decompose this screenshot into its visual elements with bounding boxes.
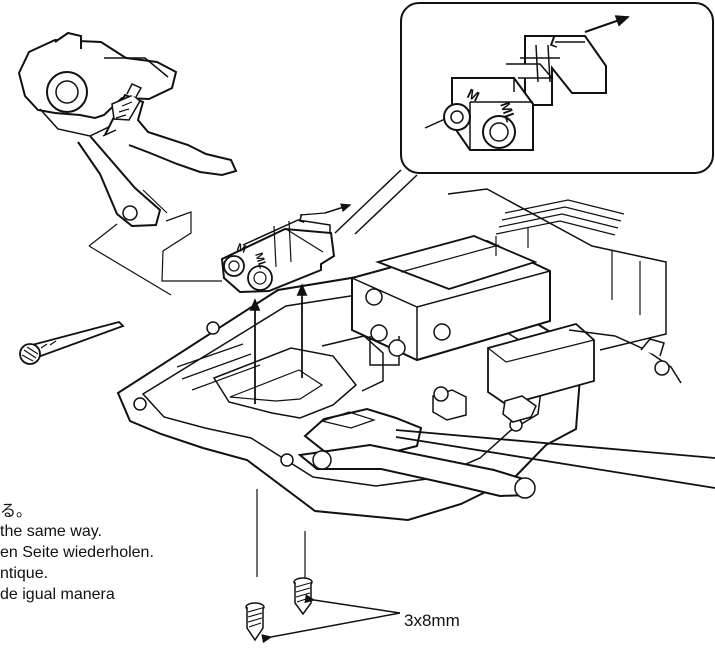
screw-group <box>245 577 401 644</box>
screw-right <box>293 577 313 616</box>
note-line-spanish: de igual manera <box>0 586 115 603</box>
callout-part: M ML L <box>424 15 630 151</box>
part-label-ml: ML <box>252 251 268 270</box>
part-label-m: M <box>235 242 248 256</box>
note-line-japanese: る。 <box>0 501 33 520</box>
detail-callout: M ML L <box>400 2 714 174</box>
part-guide-outline <box>88 189 222 296</box>
screw-size-label: 3x8mm <box>404 611 460 630</box>
ackerman-part: M ML L <box>220 203 352 294</box>
long-shaft <box>19 320 125 365</box>
screw-left <box>245 602 265 642</box>
note-line-english: the same way. <box>0 523 102 540</box>
steering-assembly <box>17 31 238 228</box>
note-line-german: en Seite wiederholen. <box>0 544 154 561</box>
chassis-assembly <box>116 188 715 522</box>
instruction-notes: る。 the same way. en Seite wiederholen. n… <box>0 500 270 605</box>
note-line-french: ntique. <box>0 565 49 582</box>
installation-arrows <box>249 283 308 578</box>
callout-leaders <box>334 169 418 235</box>
callout-label-ml: ML <box>497 100 519 125</box>
part-label-l: L <box>297 212 307 226</box>
